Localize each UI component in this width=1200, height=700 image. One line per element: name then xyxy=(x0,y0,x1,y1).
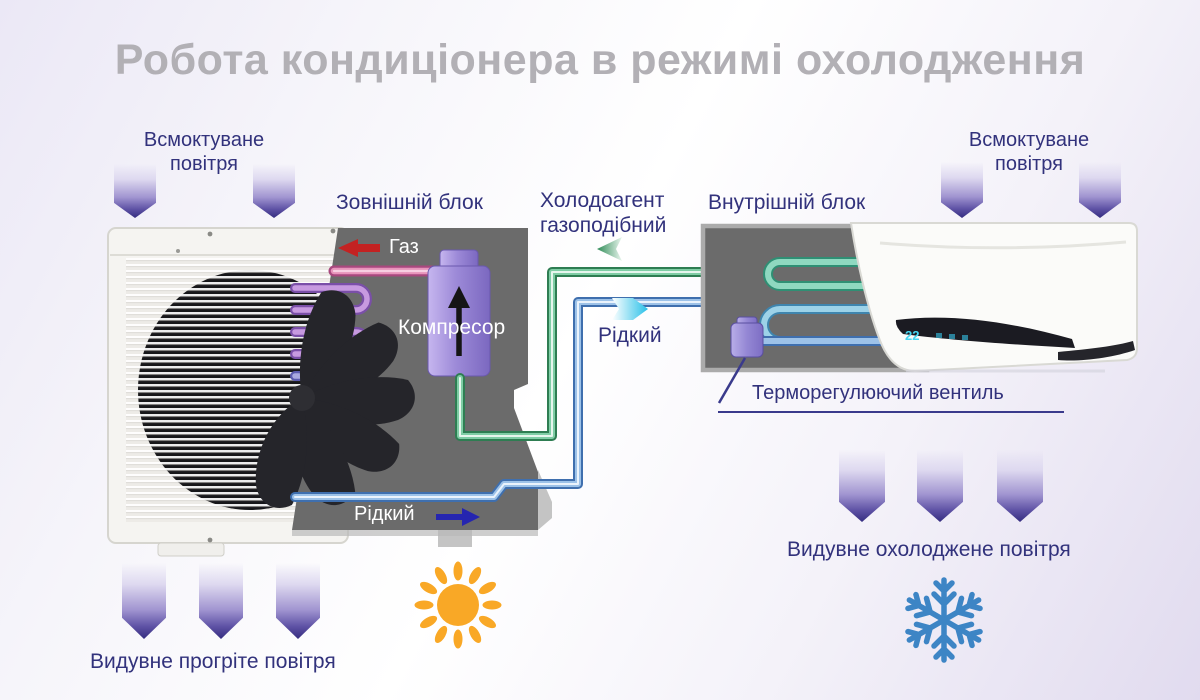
liquid-flow-arrow xyxy=(436,508,480,526)
compressor-label: Компресор xyxy=(398,316,506,339)
outdoor-unit-label: Зовнішній блок xyxy=(336,191,483,214)
refrigerant-liquid-arrow xyxy=(612,298,648,320)
intake-air-label-left: Всмоктуване повітря xyxy=(143,129,265,175)
indoor-unit-label: Внутрішній блок xyxy=(708,191,866,214)
snowflake-icon xyxy=(905,577,983,663)
valve-label: Терморегулюючий вентиль xyxy=(718,382,1064,413)
intake-air-label-right: Всмоктуване повітря xyxy=(968,129,1090,175)
display-temperature: 22 xyxy=(905,328,919,343)
liquid-label-line: Рідкий xyxy=(598,324,662,347)
refrigerant-gas-label: Холодоагент газоподібний xyxy=(540,189,667,237)
outdoor-unit xyxy=(107,227,552,557)
expansion-valve xyxy=(730,316,764,358)
air-outlet-flap xyxy=(1058,341,1135,361)
liquid-label-outdoor: Рідкий xyxy=(354,503,415,525)
fan-blades xyxy=(255,290,415,509)
evaporator-coil xyxy=(745,257,890,346)
page-title: Робота кондиціонера в режимі охолодження xyxy=(114,36,1086,84)
gas-label: Газ xyxy=(389,236,419,258)
indoor-unit: 22 xyxy=(700,222,1138,404)
sun-icon xyxy=(414,561,502,649)
indoor-unit-body: 22 xyxy=(849,222,1138,373)
exhaust-cooled-label: Видувне охолоджене повітря xyxy=(787,538,1071,561)
valve-pointer-line xyxy=(717,357,747,404)
refrigerant-gas-arrow xyxy=(597,237,622,261)
outdoor-foot xyxy=(157,542,225,557)
display-icons xyxy=(936,333,968,340)
exhaust-heated-label: Видувне прогріте повітря xyxy=(90,650,336,673)
compressor xyxy=(427,249,491,377)
gas-flow-arrow xyxy=(338,239,380,257)
display-panel xyxy=(895,317,1075,348)
